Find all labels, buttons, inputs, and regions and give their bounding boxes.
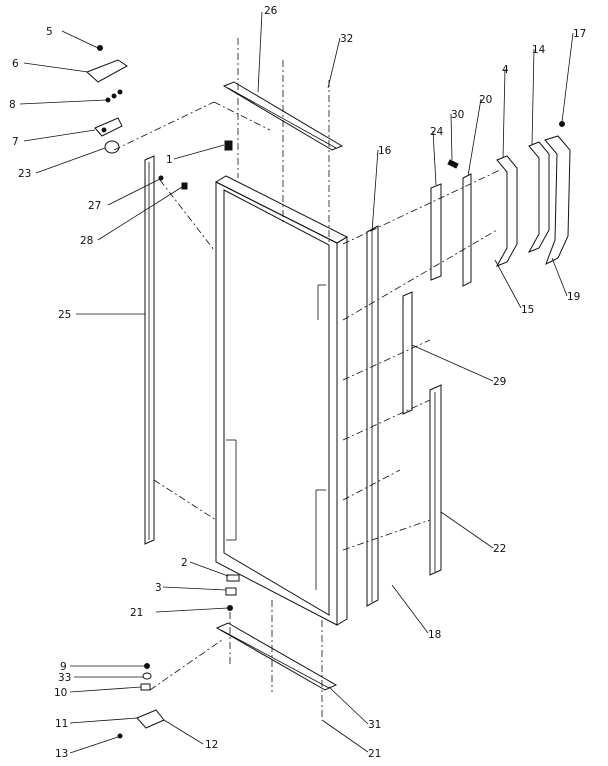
screws-8 — [105, 89, 123, 103]
strip-24 — [430, 183, 442, 281]
callout-21-upper: 21 — [130, 607, 143, 619]
callout-30: 30 — [451, 109, 464, 121]
parts-28-29 — [158, 175, 188, 190]
callout-21-lower: 21 — [368, 748, 381, 760]
strip-22 — [429, 384, 442, 576]
callout-25: 29 — [493, 376, 506, 388]
part-1 — [224, 140, 233, 151]
callout-26: 25 — [58, 309, 71, 321]
callout-7: 7 — [12, 136, 19, 148]
screw-5 — [97, 45, 103, 51]
callout-3: 3 — [155, 582, 162, 594]
bottom-hinge-parts — [117, 574, 240, 739]
left-gasket-strip — [144, 155, 155, 545]
callout-19: 19 — [567, 291, 580, 303]
screw-17 — [559, 121, 565, 127]
door-panel — [214, 175, 349, 626]
handle-4 — [495, 155, 518, 267]
part-30 — [447, 159, 459, 169]
callout-1: 1 — [166, 154, 173, 166]
callout-12: 12 — [205, 739, 218, 751]
bottom-trim-strip — [215, 622, 338, 691]
handle-14 — [527, 141, 550, 253]
callout-15: 15 — [521, 304, 534, 316]
strip-20 — [462, 173, 472, 287]
callout-29: 28 — [80, 235, 93, 247]
callout-20: 20 — [479, 94, 492, 106]
callout-11: 11 — [55, 718, 68, 730]
callout-28: 27 — [88, 200, 101, 212]
hinge-bracket-7 — [94, 117, 123, 137]
callout-23: 23 — [18, 168, 31, 180]
strip-25 — [402, 291, 413, 415]
callout-numbers: 5 6 8 7 23 1 27 28 25 26 32 16 24 30 20 … — [9, 5, 586, 760]
callout-4: 4 — [502, 64, 509, 76]
callout-27: 26 — [264, 5, 278, 17]
callout-9: 9 — [60, 661, 67, 673]
handle-19 — [544, 135, 571, 266]
callout-8: 8 — [9, 99, 16, 111]
callout-22: 22 — [493, 543, 506, 555]
callout-5: 5 — [46, 26, 53, 38]
callout-32: 32 — [340, 33, 353, 45]
callout-18: 18 — [428, 629, 441, 641]
callout-14: 14 — [532, 44, 546, 56]
callout-31: 31 — [368, 719, 381, 731]
callout-33: 33 — [58, 672, 71, 684]
callout-6: 6 — [12, 58, 19, 70]
callout-17: 17 — [573, 28, 586, 40]
callout-24: 24 — [430, 126, 444, 138]
callout-2: 2 — [181, 557, 188, 569]
hinge-pin-23 — [104, 140, 120, 154]
right-channel — [366, 225, 379, 607]
callout-10: 10 — [54, 687, 67, 699]
callout-13: 13 — [55, 748, 68, 760]
hinge-cover-6 — [86, 59, 128, 83]
leader-lines — [19, 11, 574, 754]
callout-16: 16 — [378, 145, 392, 157]
